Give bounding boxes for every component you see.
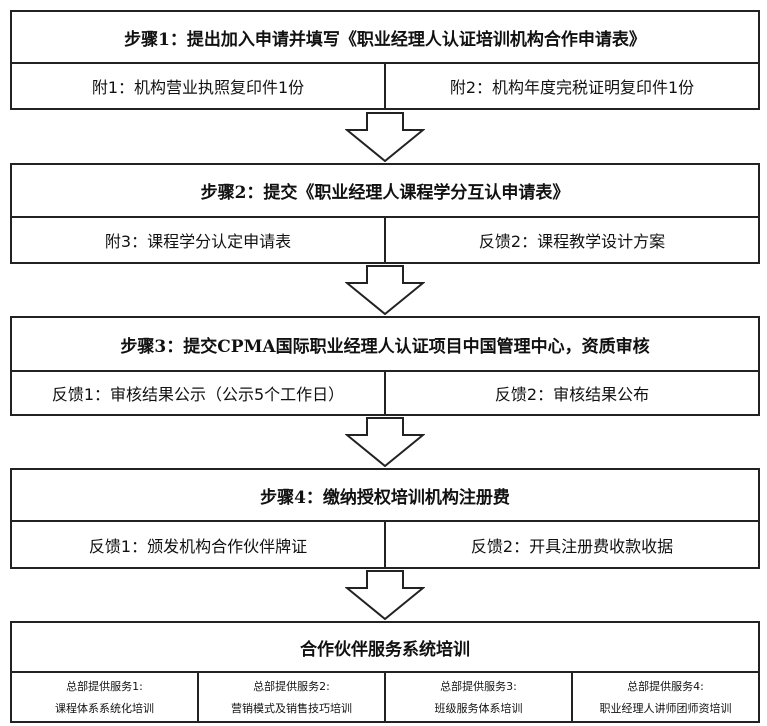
service-4-label: 总部提供服务4:	[627, 680, 704, 693]
step-4-item-1: 反馈1：颁发机构合作伙伴牌证	[88, 536, 308, 556]
step-1-box: 步骤1：提出加入申请并填写《职业经理人认证培训机构合作申请表》 附1：机构营业执…	[10, 10, 760, 110]
service-3: 总部提供服务3: 班级服务体系培训	[384, 673, 571, 721]
service-4: 总部提供服务4: 职业经理人讲师团师资培训	[571, 673, 758, 721]
step-1-item-1: 附1：机构营业执照复印件1份	[91, 78, 305, 97]
step-4-item-2: 反馈2：开具注册费收款收据	[384, 522, 758, 567]
service-1-value: 课程体系系统化培训	[55, 702, 154, 715]
step-2-box: 步骤2：提交《职业经理人课程学分互认申请表》 附3：课程学分认定申请表 反馈2：…	[10, 163, 760, 264]
down-arrow-icon	[345, 112, 425, 162]
step-3-items: 反馈1：审核结果公示（公示5个工作日） 反馈2：审核结果公布	[12, 372, 758, 414]
service-2-value: 营销模式及销售技巧培训	[231, 702, 352, 715]
service-2: 总部提供服务2: 营销模式及销售技巧培训	[197, 673, 384, 721]
final-box: 合作伙伴服务系统培训 总部提供服务1: 课程体系系统化培训 总部提供服务2: 营…	[10, 621, 760, 723]
step-1-items: 附1：机构营业执照复印件1份 附2：机构年度完税证明复印件1份	[12, 64, 758, 108]
step-4-title: 步骤4：缴纳授权培训机构注册费	[12, 470, 758, 522]
service-4-value: 职业经理人讲师团师资培训	[599, 702, 732, 715]
down-arrow-icon	[345, 265, 425, 315]
step-4-box: 步骤4：缴纳授权培训机构注册费 反馈1：颁发机构合作伙伴牌证 反馈2：开具注册费…	[10, 468, 760, 569]
step-3-item-2: 反馈2：审核结果公布	[384, 372, 758, 414]
step-4-items: 反馈1：颁发机构合作伙伴牌证 反馈2：开具注册费收款收据	[12, 522, 758, 567]
step-3-item-1: 反馈1：审核结果公示（公示5个工作日）	[51, 385, 345, 404]
step-1-title: 步骤1：提出加入申请并填写《职业经理人认证培训机构合作申请表》	[12, 12, 758, 64]
service-1: 总部提供服务1: 课程体系系统化培训	[12, 673, 197, 721]
step-2-item-1: 附3：课程学分认定申请表	[104, 232, 292, 251]
down-arrow-icon	[345, 417, 425, 467]
step-3-title: 步骤3：提交CPMA国际职业经理人认证项目中国管理中心，资质审核	[12, 318, 758, 372]
services-row: 总部提供服务1: 课程体系系统化培训 总部提供服务2: 营销模式及销售技巧培训 …	[12, 673, 758, 721]
service-2-label: 总部提供服务2:	[253, 680, 330, 693]
service-3-value: 班级服务体系培训	[434, 702, 523, 715]
step-2-items: 附3：课程学分认定申请表 反馈2：课程教学设计方案	[12, 218, 758, 262]
down-arrow-icon	[345, 570, 425, 620]
final-title: 合作伙伴服务系统培训	[12, 623, 758, 673]
service-3-label: 总部提供服务3:	[440, 680, 517, 693]
step-2-title: 步骤2：提交《职业经理人课程学分互认申请表》	[12, 165, 758, 218]
step-3-box: 步骤3：提交CPMA国际职业经理人认证项目中国管理中心，资质审核 反馈1：审核结…	[10, 316, 760, 416]
step-1-item-2: 附2：机构年度完税证明复印件1份	[384, 64, 758, 108]
service-1-label: 总部提供服务1:	[66, 680, 143, 693]
step-2-item-2: 反馈2：课程教学设计方案	[384, 218, 758, 262]
